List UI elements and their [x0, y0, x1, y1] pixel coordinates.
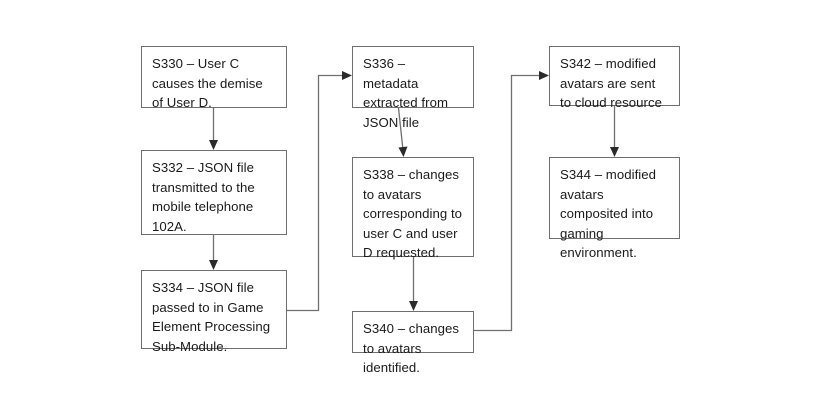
- process-box-s330: S330 – User C causes the demise of User …: [141, 46, 287, 110]
- connector-s332-to-s334: [209, 235, 218, 270]
- connector-s334-to-s336: [287, 71, 352, 312]
- connector-s340-to-s342: [474, 71, 549, 332]
- process-box-s344: S344 – modified avatars composited into …: [549, 157, 680, 260]
- process-box-s340: S340 – changes to avatars identified.: [352, 311, 474, 375]
- connector-s330-to-s332: [209, 108, 218, 150]
- connector-s338-to-s340: [409, 257, 418, 311]
- process-box-s338: S338 – changes to avatars corresponding …: [352, 157, 474, 260]
- process-box-s332: S332 – JSON file transmitted to the mobi…: [141, 150, 287, 235]
- process-box-s342: S342 – modified avatars are sent to clou…: [549, 46, 680, 110]
- connector-s342-to-s344: [610, 106, 619, 157]
- process-box-s334: S334 – JSON file passed to in Game Eleme…: [141, 270, 287, 354]
- process-box-s336: S336 – metadata extracted from JSON file: [352, 46, 474, 130]
